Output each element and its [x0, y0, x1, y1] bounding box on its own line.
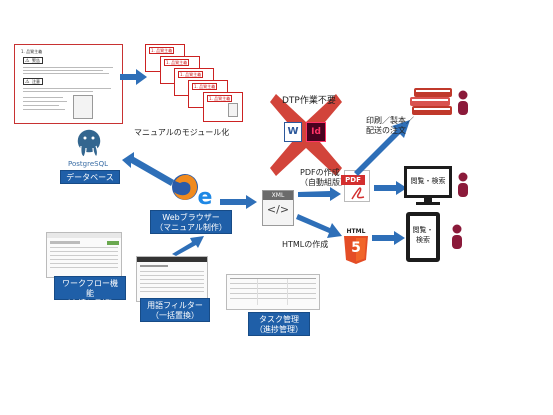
arrow-xml-to-pdf: [298, 187, 341, 201]
pdf-label-line1: PDFの作成: [300, 168, 340, 177]
pdf-badge-text: PDF: [345, 176, 361, 184]
module-tag-4: 1. 品質主義: [192, 83, 218, 90]
glossary-screenshot: [136, 256, 208, 302]
web-browser-box: Webブラウザー （マニュアル制作）: [150, 210, 232, 234]
person-icon-print: [458, 90, 468, 115]
html5-icon: HTML 5: [342, 228, 370, 264]
manual-document: 1. 品質主義 ⚠ 警告 ⚠ 注意: [14, 44, 123, 124]
svg-text:e: e: [198, 186, 213, 208]
doc-warning-text: 警告: [32, 58, 40, 63]
task-screenshot: [226, 274, 320, 310]
firefox-icon: [172, 174, 198, 200]
tablet-icon: 閲覧・ 検索: [406, 212, 440, 262]
indesign-icon-letters: Id: [311, 127, 321, 137]
code-brackets-icon: </>: [266, 203, 290, 216]
person-icon-tablet: [452, 224, 462, 249]
task-label-line1: タスク管理: [259, 315, 299, 324]
doc-caution-box: ⚠ 注意: [23, 78, 43, 85]
word-icon: W: [284, 122, 302, 142]
database-box: データベース: [60, 170, 120, 184]
arrow-xml-to-html: [296, 214, 342, 238]
pdf-file-icon: PDF: [341, 170, 370, 202]
xml-label: XML: [271, 192, 285, 199]
browser-label-line1: Webブラウザー: [162, 213, 220, 222]
edge-icon: e: [198, 186, 213, 208]
doc-warning-box: ⚠ 警告: [23, 57, 43, 64]
arrow-pdf-to-print: [354, 120, 410, 176]
glossary-label-line2: （一括置換）: [151, 311, 199, 320]
tablet-label-line2: 検索: [416, 236, 430, 244]
arrow-html-to-tablet: [372, 231, 405, 245]
print-label-line2: 配送の注文: [366, 126, 406, 135]
glossary-filter-box: 用語フィルター （一括置換）: [140, 298, 210, 322]
arrow-browser-to-xml: [220, 195, 257, 209]
monitor-icon: 閲覧・検索: [404, 166, 452, 198]
doc-figure: [73, 95, 93, 119]
pdf-badge: PDF: [341, 175, 365, 185]
module-tag-5: 1. 品質主義: [207, 95, 233, 102]
html5-text: HTML: [346, 228, 366, 235]
html-label: HTMLの作成: [282, 240, 329, 249]
workflow-label-line1: ワークフロー機能: [62, 279, 118, 298]
module-page-5: 1. 品質主義: [203, 92, 243, 122]
task-label-line2: （進捗管理）: [255, 325, 303, 334]
module-tag-2: 1. 品質主義: [164, 59, 190, 66]
arrow-tools-to-browser: [172, 236, 204, 256]
manual-modularization-label: マニュアルのモジュール化: [134, 128, 230, 137]
monitor-base: [416, 202, 440, 205]
workflow-box: ワークフロー機能 （申請と承認）: [54, 276, 126, 308]
xml-file-icon: XML </>: [262, 190, 294, 226]
print-label-line1: 印刷／製本／: [366, 116, 414, 125]
xml-tag-badge: XML: [263, 191, 293, 200]
dtp-label: DTP作業不要: [282, 96, 336, 106]
acrobat-icon: [351, 187, 365, 200]
task-management-box: タスク管理 （進捗管理）: [248, 312, 310, 336]
html5-shield-icon: [344, 236, 368, 264]
monitor-stand: [424, 198, 432, 202]
arrow-doc-to-modules: [120, 69, 147, 85]
browser-label-line2: （マニュアル制作）: [155, 223, 227, 232]
tablet-label-line1: 閲覧・: [412, 226, 434, 234]
workflow-label-line2: （申請と承認）: [62, 299, 118, 308]
warning-icon: ⚠: [25, 58, 30, 64]
person-icon-monitor: [458, 172, 468, 197]
module-tag-3: 1. 品質主義: [178, 71, 204, 78]
doc-caution-text: 注意: [32, 79, 40, 84]
html5-number: 5: [351, 240, 361, 256]
word-icon-letter: W: [287, 126, 299, 137]
indesign-icon: Id: [306, 122, 326, 142]
postgresql-elephant-icon: [76, 128, 102, 158]
pdf-label-line2: （自動組版）: [300, 178, 348, 187]
books-icon: [410, 88, 452, 115]
module-tag-1: 1. 品質主義: [149, 47, 175, 54]
glossary-label-line1: 用語フィルター: [147, 301, 203, 310]
caution-icon: ⚠: [25, 79, 30, 85]
postgresql-logo-text: PostgreSQL: [68, 160, 108, 168]
doc-header-title: 1. 品質主義: [21, 49, 43, 54]
arrow-browser-to-database: [122, 152, 174, 186]
arrow-pdf-to-monitor: [374, 181, 407, 195]
workflow-screenshot: [46, 232, 122, 278]
monitor-label: 閲覧・検索: [410, 177, 446, 185]
